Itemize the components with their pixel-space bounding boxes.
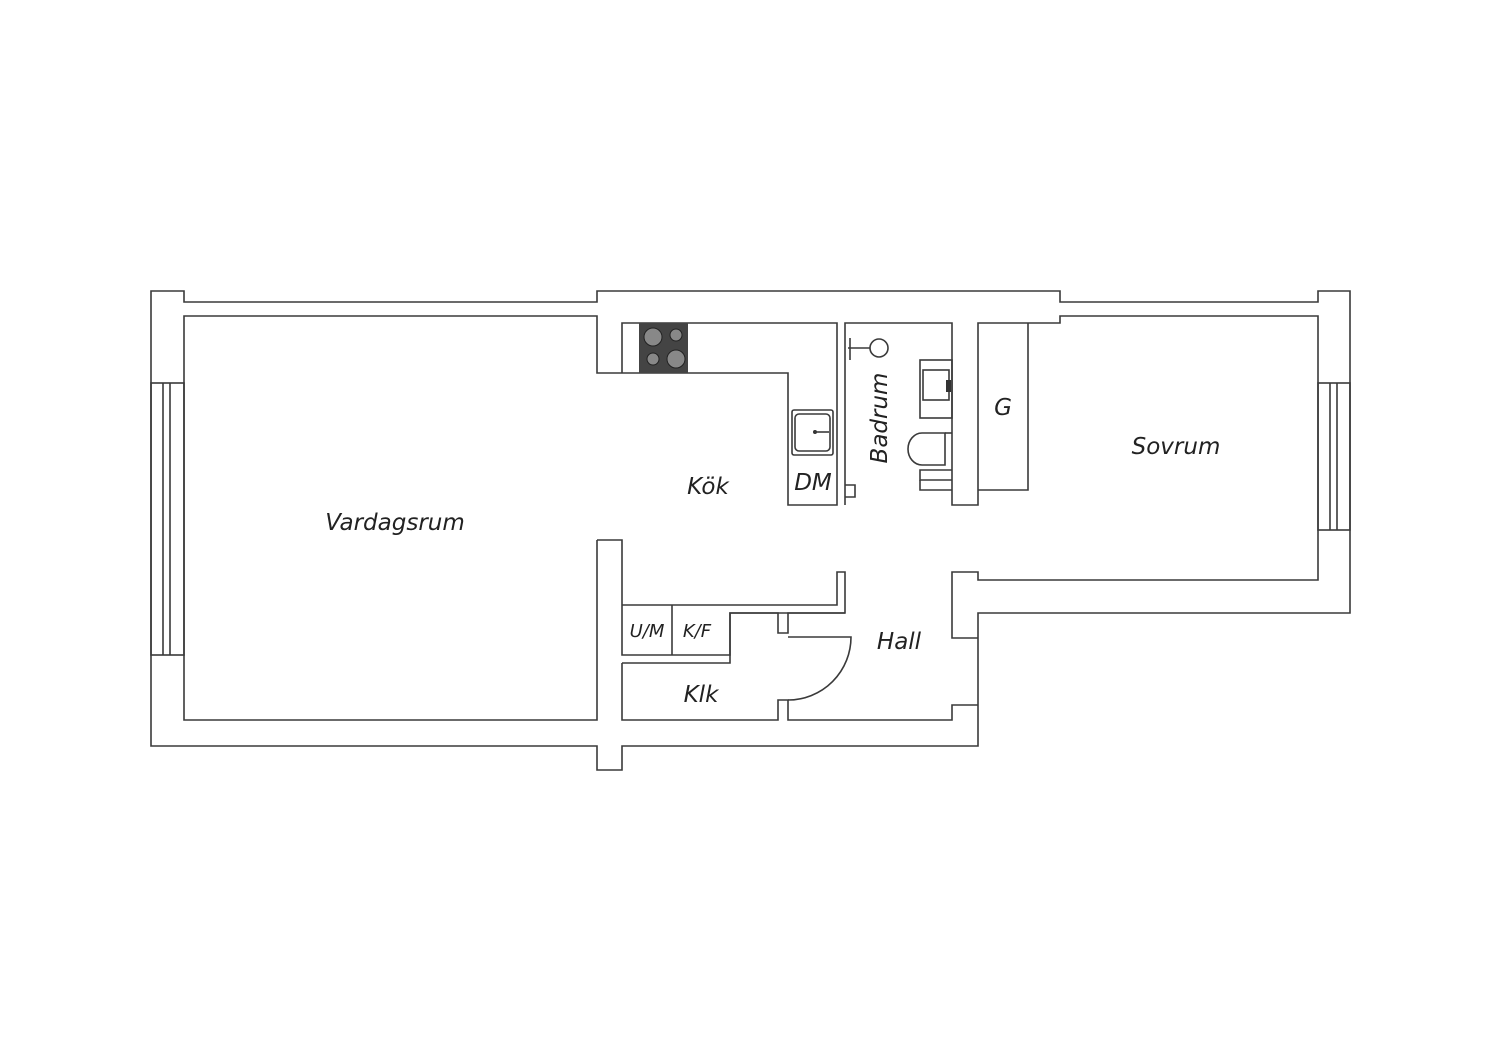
stove-icon <box>639 323 688 373</box>
label-dm: DM <box>794 470 832 496</box>
label-vardagsrum: Vardagsrum <box>325 510 465 536</box>
bathroom-sink-icon <box>919 359 953 419</box>
label-klk: Klk <box>684 682 720 708</box>
exterior-walls <box>150 290 1351 771</box>
shower-icon <box>848 338 889 360</box>
windows <box>150 382 1351 656</box>
label-badrum: Badrum <box>867 373 893 464</box>
window-right <box>1317 382 1351 531</box>
label-sovrum: Sovrum <box>1132 434 1221 460</box>
kitchen-sink-icon <box>791 409 834 456</box>
toilet-icon <box>907 432 952 466</box>
label-g: G <box>994 395 1012 421</box>
label-kok: Kök <box>687 474 730 500</box>
label-kf: K/F <box>683 621 712 642</box>
label-um: U/M <box>630 621 665 642</box>
entry-door <box>787 636 852 701</box>
room-labels: Vardagsrum Kök DM Badrum G Sovrum Hall K… <box>325 373 1220 708</box>
window-left <box>150 382 185 656</box>
label-hall: Hall <box>877 629 922 655</box>
